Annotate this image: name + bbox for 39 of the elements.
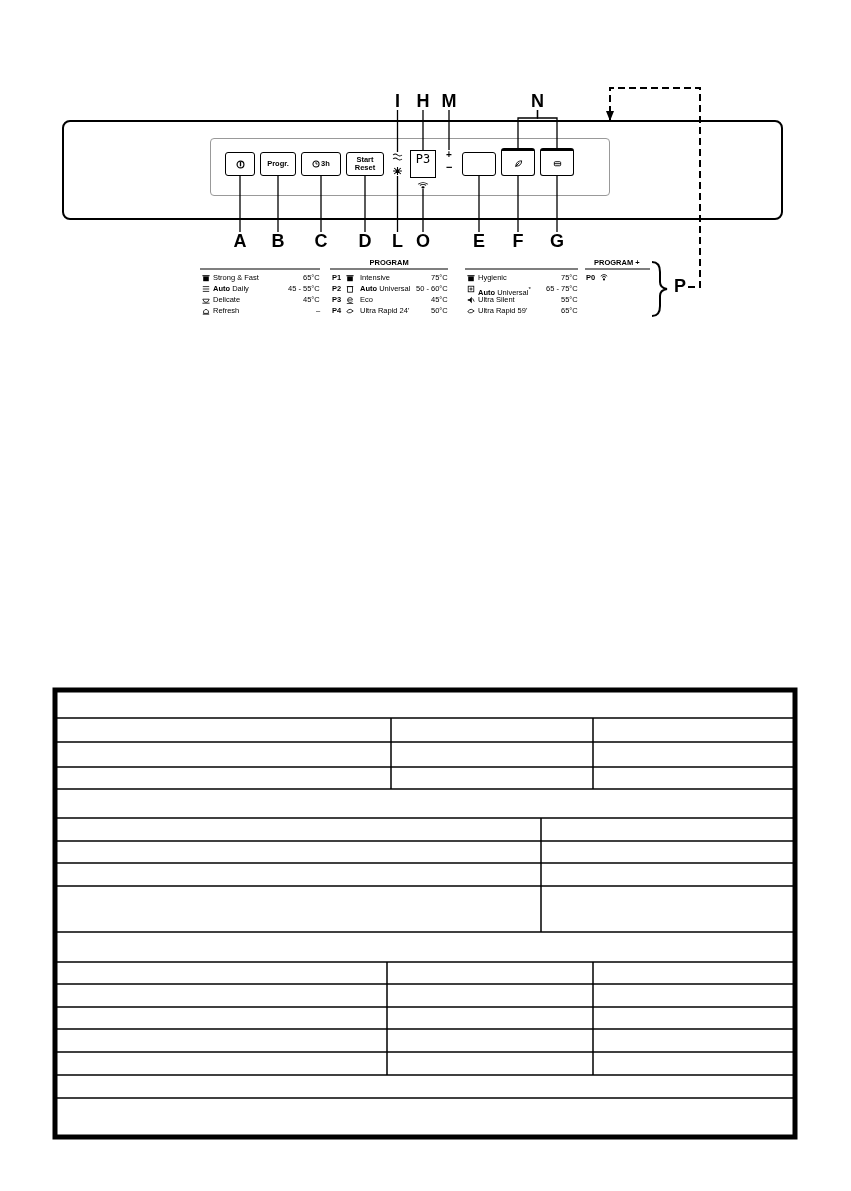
callout-letter: D xyxy=(358,232,372,250)
leader-line xyxy=(396,109,399,153)
panel-button xyxy=(225,152,255,176)
leader-line xyxy=(396,175,399,233)
callout-letter: P xyxy=(672,277,688,297)
leader-line xyxy=(422,109,424,151)
panel-button xyxy=(501,148,535,176)
panel-button xyxy=(540,148,574,176)
callout-letter: B xyxy=(271,232,285,250)
leader-line xyxy=(448,109,450,151)
wifi-icon xyxy=(417,181,429,189)
plus-sign: + xyxy=(443,150,455,162)
callout-letter: M xyxy=(441,92,457,110)
leader-line xyxy=(556,175,558,233)
callout-letter: L xyxy=(391,232,404,250)
callout-letter: O xyxy=(416,232,430,250)
arrow xyxy=(606,87,701,288)
panel-button xyxy=(462,152,496,176)
callout-letter: G xyxy=(550,232,564,250)
leader-line xyxy=(364,175,366,233)
callout-letter: C xyxy=(314,232,328,250)
callout-letter: F xyxy=(511,232,525,250)
callout-letter: I xyxy=(391,92,404,110)
star-icon xyxy=(392,166,403,176)
minus-sign: − xyxy=(446,163,453,172)
leader-line xyxy=(478,175,480,233)
leader-line xyxy=(517,175,519,233)
control-panel xyxy=(62,120,783,220)
leader-line xyxy=(277,175,279,233)
leader-line xyxy=(536,109,558,149)
indicator-icon xyxy=(392,152,403,162)
leader-line xyxy=(320,175,322,233)
callout-letter: N xyxy=(530,92,545,110)
callout-letter: A xyxy=(233,232,247,250)
leader-line xyxy=(422,188,424,233)
callout-letter: H xyxy=(416,92,430,110)
digital-display: P3 xyxy=(410,150,436,178)
leader-line xyxy=(239,175,241,233)
callout-letter: E xyxy=(472,232,486,250)
